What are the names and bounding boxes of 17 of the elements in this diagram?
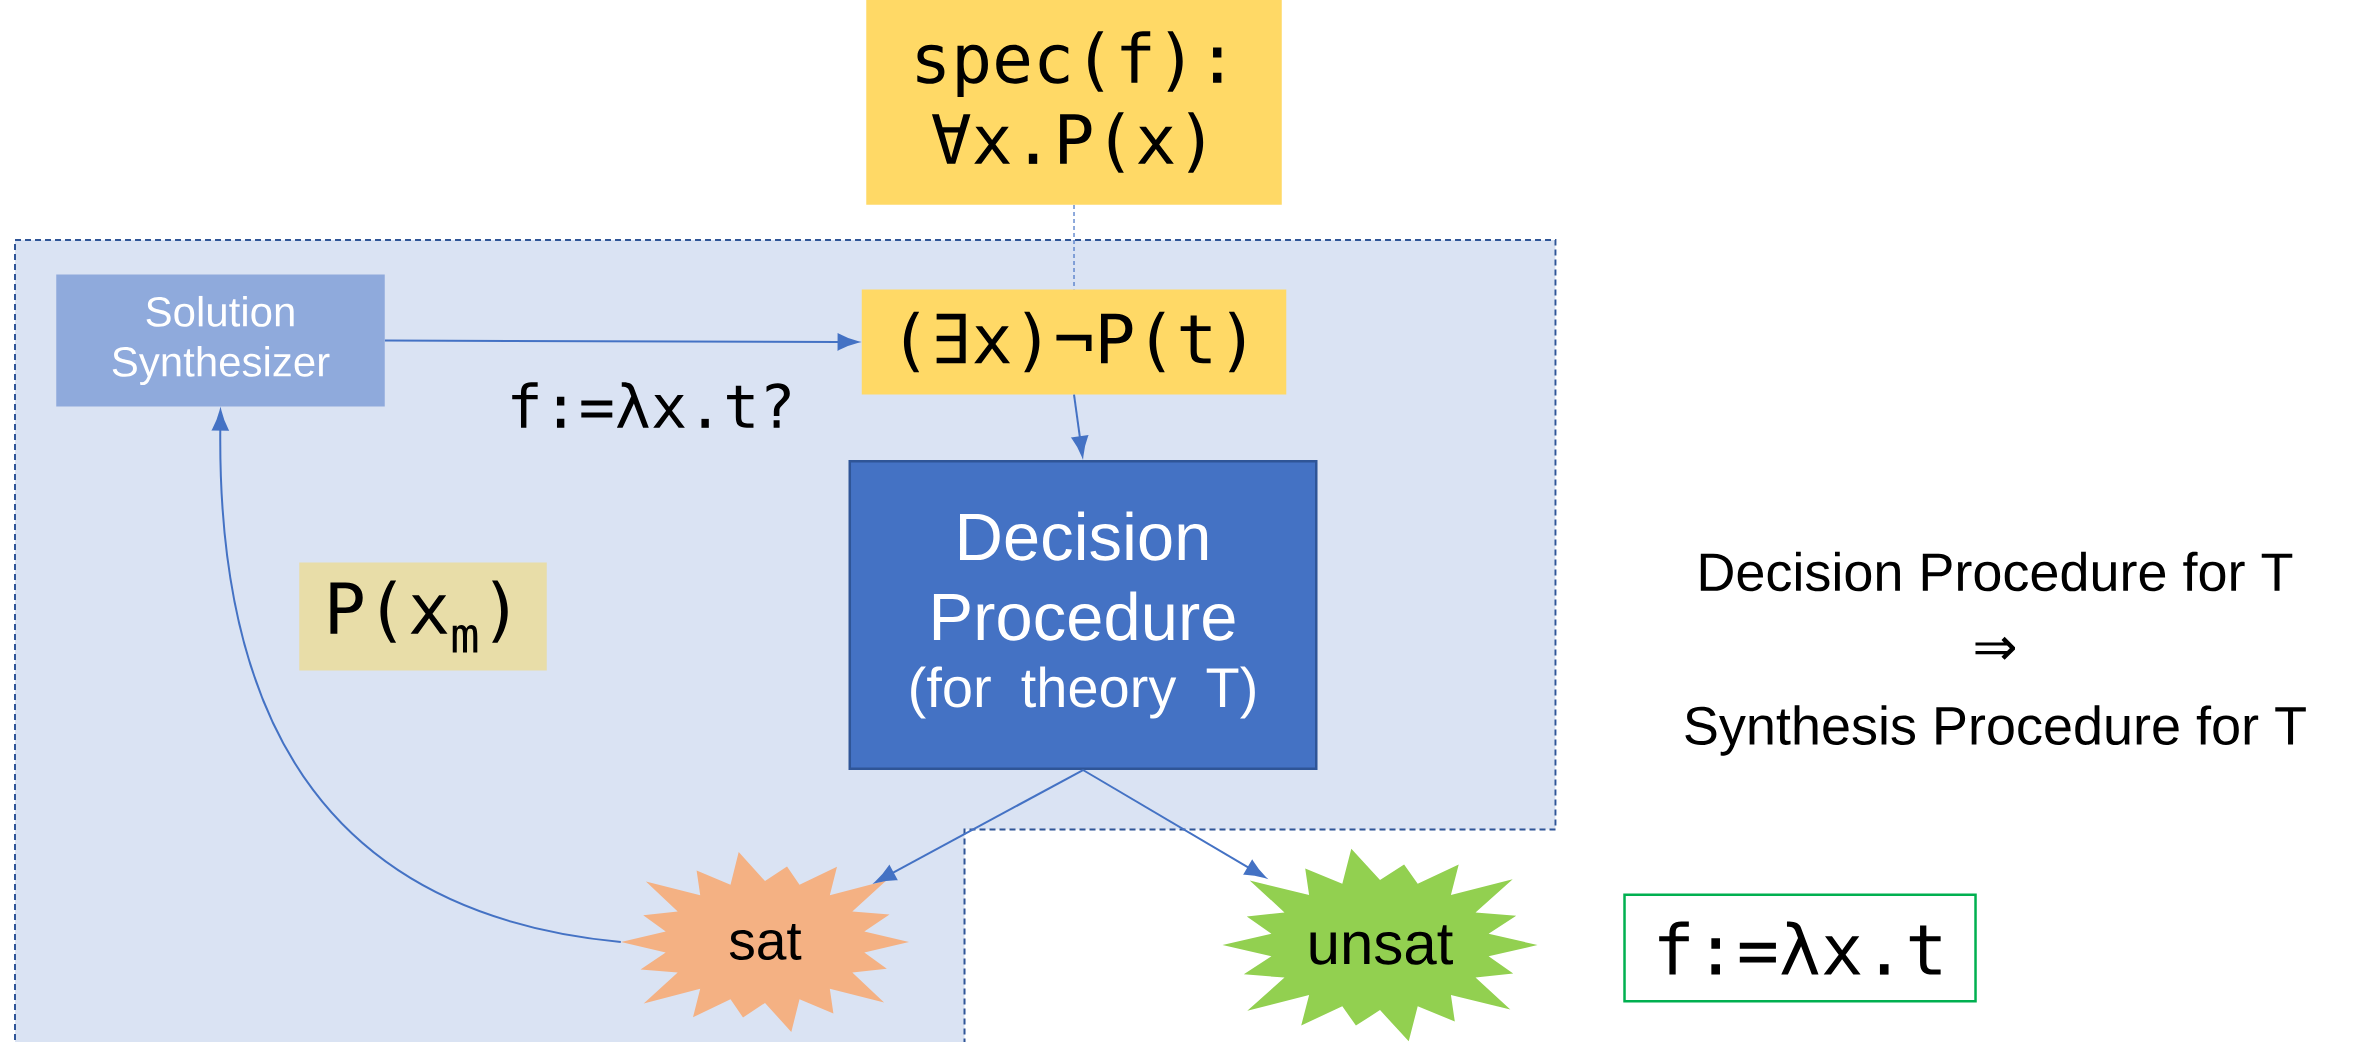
process-box: Solution Synthesizer — [56, 274, 385, 407]
arrow — [1082, 769, 1266, 879]
arrow — [383, 333, 859, 351]
unsat-burst: unsat — [1222, 848, 1538, 1042]
sat-burst: sat — [621, 852, 909, 1032]
text-label: Decision Procedure for T — [1700, 551, 2293, 592]
formula-box: (∃x)¬P(t) — [861, 289, 1287, 395]
process-box: Decision Procedure (for theory T) — [848, 460, 1318, 770]
formula-box: P(x$_{m}$) — [299, 562, 547, 671]
text-label: Synthesis Procedure for T — [1685, 705, 2306, 756]
arrow — [212, 409, 622, 943]
result-box: f:=λx.t — [1623, 893, 1977, 1003]
arrow — [875, 769, 1084, 883]
text-label: ⇒ — [1975, 636, 2015, 660]
edge-label: f:=λx.t? — [503, 379, 799, 431]
arrow — [1071, 393, 1089, 457]
spec-box: spec(f): ∀x.P(x) — [866, 0, 1282, 205]
